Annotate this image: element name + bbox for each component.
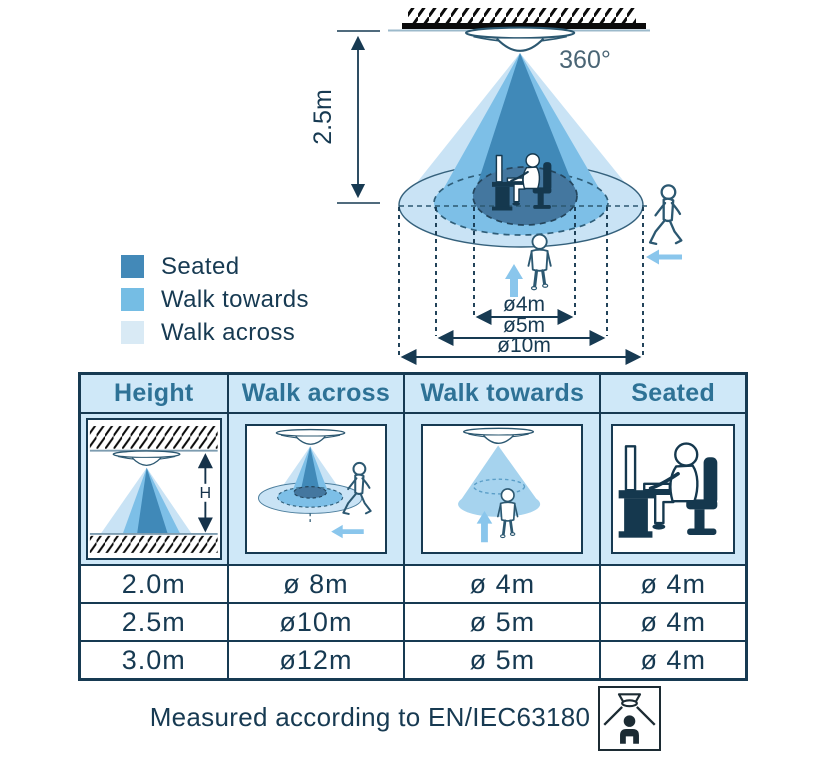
sensor-person-icon bbox=[603, 693, 656, 744]
walking-person bbox=[341, 461, 372, 515]
cell-height-illustration: H bbox=[78, 412, 229, 566]
cell-seated-illustration bbox=[599, 412, 748, 566]
table-row: 2.0m ø 8m ø 4m ø 4m bbox=[78, 564, 748, 604]
seated-color-swatch bbox=[121, 255, 144, 278]
footer: Measured according to EN/IEC63180 bbox=[0, 668, 828, 760]
sensor-icon bbox=[463, 427, 535, 445]
left-arrow-icon bbox=[330, 524, 364, 539]
value-height: 3.0m bbox=[78, 640, 229, 681]
illustration-row: H bbox=[78, 412, 748, 566]
walk-towards-illustration-svg bbox=[458, 427, 541, 543]
legend-item-walk-towards: Walk towards bbox=[121, 285, 309, 313]
value-walk-towards: ø 4m bbox=[403, 564, 602, 604]
projection-lines bbox=[398, 207, 644, 355]
value-seated: ø 4m bbox=[599, 602, 748, 642]
seated-illustration-box bbox=[611, 424, 735, 554]
mount-height-dimension bbox=[337, 30, 380, 204]
value-walk-across: ø12m bbox=[226, 640, 406, 681]
table-row: 2.5m ø10m ø 5m ø 4m bbox=[78, 602, 748, 642]
sensor-icon bbox=[464, 26, 576, 52]
legend: Seated Walk towards Walk across bbox=[121, 252, 309, 354]
dia-outer-label: ø10m bbox=[497, 334, 551, 357]
header-seated: Seated bbox=[599, 372, 748, 414]
value-height: 2.0m bbox=[78, 564, 229, 604]
table-header-row: Height Walk across Walk towards Seated bbox=[78, 372, 748, 414]
value-walk-towards: ø 5m bbox=[403, 640, 602, 681]
seated-illustration-svg bbox=[617, 441, 720, 540]
detection-range-diagram: 2.5m 360° ø4m ø5m ø10m bbox=[0, 0, 828, 372]
header-height: Height bbox=[78, 372, 229, 414]
height-illustration-box: H bbox=[86, 418, 222, 560]
walk-towards-illustration-box bbox=[421, 424, 584, 554]
legend-label: Walk towards bbox=[161, 285, 309, 313]
up-arrow-icon bbox=[505, 264, 523, 297]
legend-item-seated: Seated bbox=[121, 252, 309, 280]
legend-label: Walk across bbox=[161, 318, 296, 346]
ceiling-hatch bbox=[89, 426, 218, 449]
value-seated: ø 4m bbox=[599, 640, 748, 681]
legend-label: Seated bbox=[161, 252, 240, 280]
walk-across-illustration-box bbox=[244, 424, 388, 554]
dia-inner-label: ø4m bbox=[503, 293, 545, 316]
diameter-dimensions: ø4m ø5m ø10m bbox=[400, 293, 642, 365]
table-row: 3.0m ø12m ø 5m ø 4m bbox=[78, 640, 748, 681]
height-illustration-svg: H bbox=[89, 426, 218, 553]
value-walk-across: ø 8m bbox=[226, 564, 406, 604]
legend-item-walk-across: Walk across bbox=[121, 318, 309, 346]
sensor-icon bbox=[112, 450, 181, 467]
cell-walk-across-illustration bbox=[226, 412, 406, 566]
main-diagram-svg: 2.5m 360° ø4m ø5m ø10m bbox=[309, 8, 683, 365]
angle-360-label: 360° bbox=[559, 46, 611, 74]
sensor-icon bbox=[275, 428, 345, 445]
up-arrow-icon bbox=[476, 510, 493, 543]
detection-spec-table: Height Walk across Walk towards Seated bbox=[78, 372, 748, 681]
value-walk-across: ø10m bbox=[226, 602, 406, 642]
walk-towards-color-swatch bbox=[121, 288, 144, 311]
measurement-standard-note: Measured according to EN/IEC63180 bbox=[149, 702, 591, 732]
value-height: 2.5m bbox=[78, 602, 229, 642]
value-walk-towards: ø 5m bbox=[403, 602, 602, 642]
sensor-standard-icon-box bbox=[598, 686, 661, 751]
left-arrow-icon bbox=[646, 249, 682, 265]
person-walking-across bbox=[648, 184, 683, 245]
cell-walk-towards-illustration bbox=[403, 412, 602, 566]
floor-hatch bbox=[89, 535, 218, 553]
walking-person bbox=[496, 487, 520, 539]
header-walk-across: Walk across bbox=[226, 372, 406, 414]
value-seated: ø 4m bbox=[599, 564, 748, 604]
header-walk-towards: Walk towards bbox=[403, 372, 602, 414]
walk-across-illustration-svg bbox=[257, 428, 372, 539]
seated-person bbox=[617, 441, 720, 540]
walk-across-color-swatch bbox=[121, 321, 144, 344]
person-walking-towards bbox=[526, 233, 553, 292]
mount-height-label: 2.5m bbox=[309, 89, 337, 145]
h-dimension-label: H bbox=[200, 484, 212, 502]
